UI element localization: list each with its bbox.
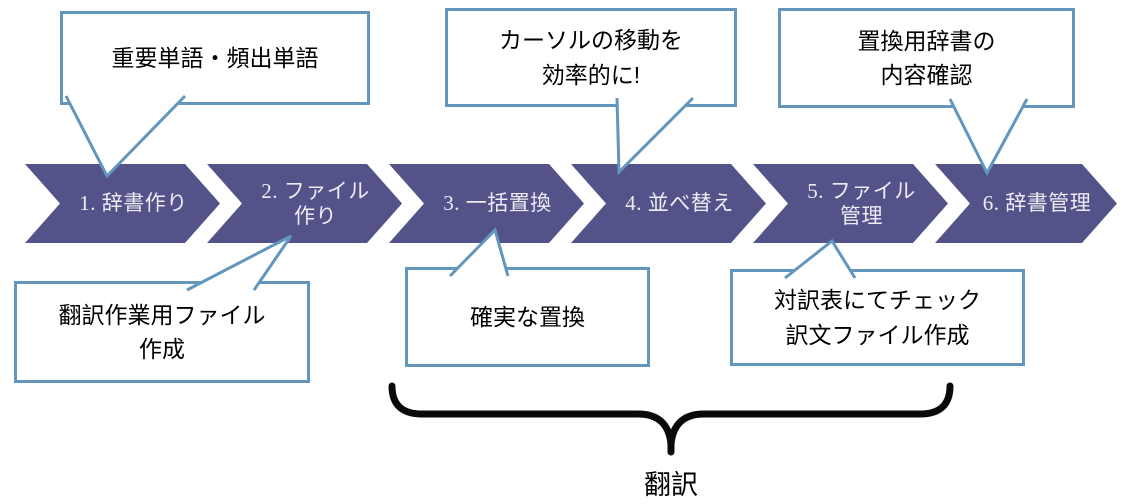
callout-top-right: 置換用辞書の 内容確認 bbox=[778, 8, 1075, 108]
callout-bottom-left: 翻訳作業用ファイル 作成 bbox=[14, 281, 310, 383]
callout-text: 確実な置換 bbox=[470, 303, 585, 330]
callout-top-left: 重要単語・頻出単語 bbox=[60, 11, 370, 105]
step-chevron-3: 3. 一括置換 bbox=[389, 164, 584, 243]
callout-bottom-middle: 確実な置換 bbox=[405, 267, 650, 367]
callout-text: 翻訳作業用ファイル 作成 bbox=[58, 301, 266, 363]
step-chevron-1: 1. 辞書作り bbox=[25, 164, 220, 243]
callout-text: 重要単語・頻出単語 bbox=[111, 44, 319, 71]
curly-brace bbox=[388, 382, 954, 456]
callout-bottom-right: 対訳表にてチェック 訳文ファイル作成 bbox=[730, 269, 1025, 366]
step-label: 1. 辞書作り bbox=[79, 191, 188, 216]
step-label: 2. ファイル 作り bbox=[261, 178, 370, 228]
tail-top-middle-callout bbox=[615, 96, 695, 176]
step-label: 4. 並べ替え bbox=[625, 191, 734, 216]
step-label: 5. ファイル 管理 bbox=[807, 178, 916, 228]
step-label: 3. 一括置換 bbox=[443, 191, 552, 216]
step-chevron-6: 6. 辞書管理 bbox=[935, 164, 1117, 243]
step-label: 6. 辞書管理 bbox=[982, 191, 1092, 216]
step-chevron-4: 4. 並べ替え bbox=[571, 164, 766, 243]
step-chevron-2: 2. ファイル 作り bbox=[207, 164, 402, 243]
step-chevron-5: 5. ファイル 管理 bbox=[753, 164, 948, 243]
callout-top-middle: カーソルの移動を 効率的に! bbox=[445, 8, 737, 107]
brace-label: 翻訳 bbox=[644, 470, 698, 500]
tail-top-right-callout bbox=[948, 98, 1029, 177]
callout-text: 置換用辞書の 内容確認 bbox=[857, 27, 996, 89]
callout-text: 対訳表にてチェック 訳文ファイル作成 bbox=[774, 287, 981, 348]
callout-text: カーソルの移動を 効率的に! bbox=[499, 27, 683, 88]
